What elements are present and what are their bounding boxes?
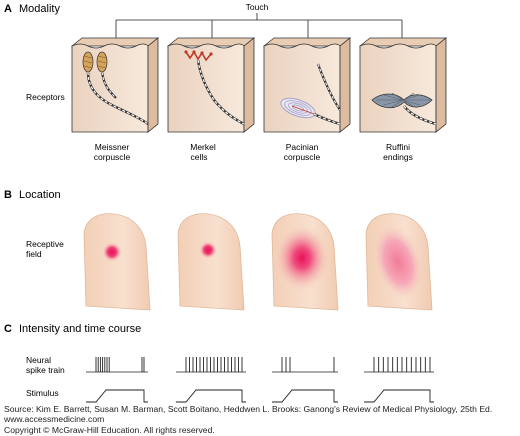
stimulus-label: Stimulus [26, 388, 59, 398]
fingertip-pacinian [271, 213, 339, 311]
footer-source: Source: Kim E. Barrett, Susan M. Barman,… [4, 404, 493, 414]
merkel-cells-icon [184, 50, 245, 126]
receptor-name-merkel-1: Merkel [190, 142, 216, 152]
receptor-name-pacinian-1: Pacinian [286, 142, 319, 152]
modality-label: Touch [246, 2, 269, 12]
spike-train-label-2: spike train [26, 365, 65, 375]
receptor-name-ruffini-2: endings [383, 152, 413, 162]
section-c-letter: C [4, 323, 12, 335]
pacinian-corpuscle-icon [280, 63, 341, 126]
stimulus-trace [176, 389, 246, 403]
fingertip-meissner [83, 213, 151, 311]
ruffini-endings-icon [371, 92, 437, 126]
footer-copyright: Copyright © McGraw-Hill Education. All r… [4, 424, 215, 435]
traces-group [86, 357, 434, 403]
section-a-title: Modality [19, 3, 60, 15]
section-b-title: Location [19, 189, 61, 201]
receptive-field-merkel [199, 241, 217, 259]
receptive-field-ruffini [372, 223, 424, 301]
meissner-corpuscle-icon [82, 51, 149, 125]
stimulus-trace [272, 389, 338, 403]
footer: Source: Kim E. Barrett, Susan M. Barman,… [4, 404, 518, 435]
fingertip-merkel [177, 213, 245, 311]
receptor-name-pacinian-2: corpuscle [284, 152, 321, 162]
skin-block-pacinian [262, 37, 352, 133]
section-c-title: Intensity and time course [19, 323, 141, 335]
receptive-field-label-1: Receptive [26, 239, 64, 249]
receptive-field-label-2: field [26, 249, 42, 259]
receptive-field-pacinian [274, 224, 330, 292]
receptor-name-ruffini-1: Ruffini [386, 142, 410, 152]
receptor-name-meissner-2: corpuscle [94, 152, 131, 162]
receptive-field-meissner [102, 242, 122, 262]
fingertip-ruffini [365, 213, 433, 311]
section-a-letter: A [4, 3, 12, 15]
receptors-row-label: Receptors [26, 92, 65, 102]
footer-site: www.accessmedicine.com [4, 414, 105, 425]
receptor-name-meissner-1: Meissner [95, 142, 130, 152]
stimulus-trace [364, 389, 434, 403]
skin-block-ruffini [358, 37, 448, 133]
touch-bracket [115, 13, 403, 38]
skin-block-meissner [70, 37, 160, 133]
skin-block-merkel [166, 37, 256, 133]
spike-train-label-1: Neural [26, 355, 51, 365]
stimulus-trace [86, 389, 148, 403]
receptor-name-merkel-2: cells [190, 152, 207, 162]
section-b-letter: B [4, 189, 12, 201]
